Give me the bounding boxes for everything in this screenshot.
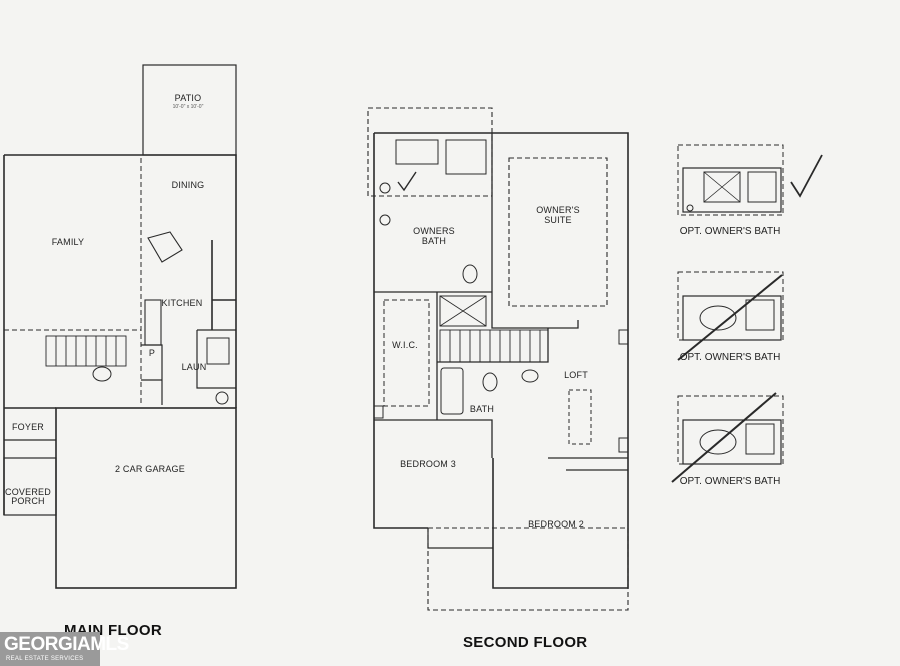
option-3-cross-mark xyxy=(671,392,777,483)
option-1-label: OPT. OWNER'S BATH xyxy=(680,226,781,237)
option-2-label: OPT. OWNER'S BATH xyxy=(680,352,781,363)
loft-label: LOFT xyxy=(564,370,588,380)
garage-outline xyxy=(55,407,237,589)
georgia-mls-logo: GEORGIAMLS REAL ESTATE SERVICES xyxy=(0,632,129,666)
garage-label: 2 CAR GARAGE xyxy=(115,464,185,474)
logo-name: GEORGIAMLS xyxy=(4,634,129,655)
wic-label: W.I.C. xyxy=(392,340,418,350)
porch-label-line-2: PORCH xyxy=(11,496,45,506)
second-floor-outline xyxy=(373,132,629,589)
foyer-label: FOYER xyxy=(12,422,44,432)
hall-bath-label: BATH xyxy=(470,404,494,414)
dining-label: DINING xyxy=(172,180,205,190)
bedroom-3-label: BEDROOM 3 xyxy=(400,459,456,469)
option-2-cross-mark xyxy=(677,274,783,361)
patio-label: PATIO xyxy=(175,93,202,103)
pantry-label: P xyxy=(149,348,155,358)
second-floor-plan xyxy=(367,107,629,611)
porch-label-line-1: COVERED xyxy=(5,487,51,497)
bath-option-3 xyxy=(677,395,784,465)
porch-outline xyxy=(3,457,57,516)
patio-dimension: 10'-0" x 10'-0" xyxy=(173,104,204,110)
logo-tagline: REAL ESTATE SERVICES xyxy=(6,656,84,662)
owners-suite-label-line-2: SUITE xyxy=(544,215,572,225)
owner-bath-check-mark xyxy=(397,171,417,192)
owners-bath-label-line-1: OWNERS xyxy=(413,226,455,236)
option-1-check-mark xyxy=(790,154,823,198)
main-floor-plan xyxy=(3,64,237,589)
main-floor-outline xyxy=(3,154,237,515)
owners-suite-label-line-1: OWNER'S xyxy=(536,205,580,215)
second-floor-title: SECOND FLOOR xyxy=(463,634,588,651)
family-label: FAMILY xyxy=(52,237,85,247)
laundry-label: LAUN xyxy=(182,362,207,372)
option-3-label: OPT. OWNER'S BATH xyxy=(680,476,781,487)
bedroom-2-label: BEDROOM 2 xyxy=(528,519,584,529)
kitchen-label: KITCHEN xyxy=(162,298,203,308)
patio-outline xyxy=(142,64,237,156)
owners-bath-label-line-2: BATH xyxy=(422,236,446,246)
bath-option-2 xyxy=(677,271,784,341)
bath-option-1 xyxy=(677,144,784,216)
